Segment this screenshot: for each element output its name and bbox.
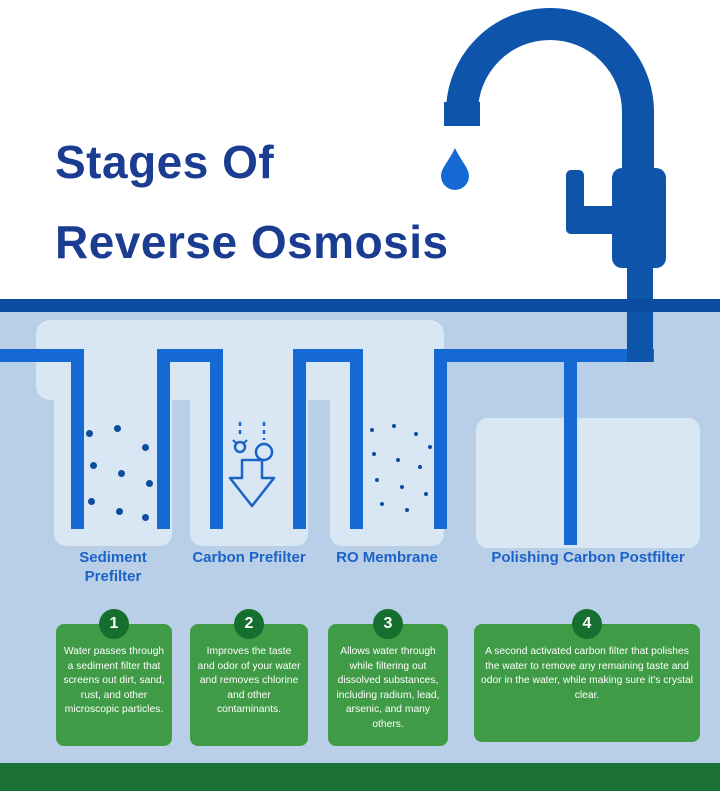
faucet-spout-tip — [444, 102, 480, 126]
stage-label-ro-membrane: RO Membrane — [336, 549, 438, 566]
pipe-filter1-down — [71, 349, 84, 529]
stage-number-badge-4: 4 — [572, 609, 602, 639]
faucet-handle-horizontal — [566, 206, 618, 234]
filter-housing-2 — [190, 396, 308, 546]
filter-housing-3 — [330, 396, 444, 546]
title-line-1: Stages Of — [55, 136, 275, 188]
pipe-horizontal-2-3 — [293, 349, 363, 362]
filter-manifold — [36, 320, 444, 400]
pipe-filter1-up — [157, 349, 170, 529]
title-line-2: Reverse Osmosis — [55, 216, 449, 268]
water-drop-icon — [441, 148, 469, 190]
stage-card-2: 2 Improves the taste and odor of your wa… — [190, 609, 308, 746]
carbon-prefilter-icon — [228, 422, 276, 508]
divider-bar — [0, 299, 720, 312]
footer-bar — [0, 763, 720, 791]
stage-label-sediment-prefilter: Sediment Prefilter — [79, 549, 147, 585]
stage-card-4: 4 A second activated carbon filter that … — [474, 609, 700, 742]
filter-housing-4 — [476, 418, 700, 548]
stage-card-3: 3 Allows water through while filtering o… — [328, 609, 448, 746]
pipe-filter3-up — [434, 349, 447, 529]
faucet-body — [612, 168, 666, 268]
pipe-horizontal-1-2 — [157, 349, 223, 362]
stage-label-polishing-carbon-postfilter: Polishing Carbon Postfilter — [491, 549, 685, 566]
pipe-filter4-down — [564, 349, 577, 545]
stage-number-badge-1: 1 — [99, 609, 129, 639]
pipe-inlet-horizontal — [0, 349, 84, 362]
pipe-filter2-down — [210, 349, 223, 529]
stage-number-badge-2: 2 — [234, 609, 264, 639]
stage-description-4: A second activated carbon filter that po… — [481, 646, 693, 701]
faucet-icon — [441, 8, 666, 312]
stage-number-badge-3: 3 — [373, 609, 403, 639]
stage-description-1: Water passes through a sediment filter t… — [63, 646, 165, 716]
pipe-filter2-up — [293, 349, 306, 529]
stage-label-carbon-prefilter: Carbon Prefilter — [192, 549, 306, 566]
pipe-horizontal-3-4 — [434, 349, 654, 362]
pipe-filter3-down — [350, 349, 363, 529]
stage-card-1: 1 Water passes through a sediment filter… — [56, 609, 172, 746]
stage-description-3: Allows water through while filtering out… — [336, 646, 440, 731]
page-title: Stages Of Reverse Osmosis — [55, 122, 449, 282]
stage-description-2: Improves the taste and odor of your wate… — [197, 646, 301, 716]
faucet-gooseneck — [446, 8, 654, 185]
